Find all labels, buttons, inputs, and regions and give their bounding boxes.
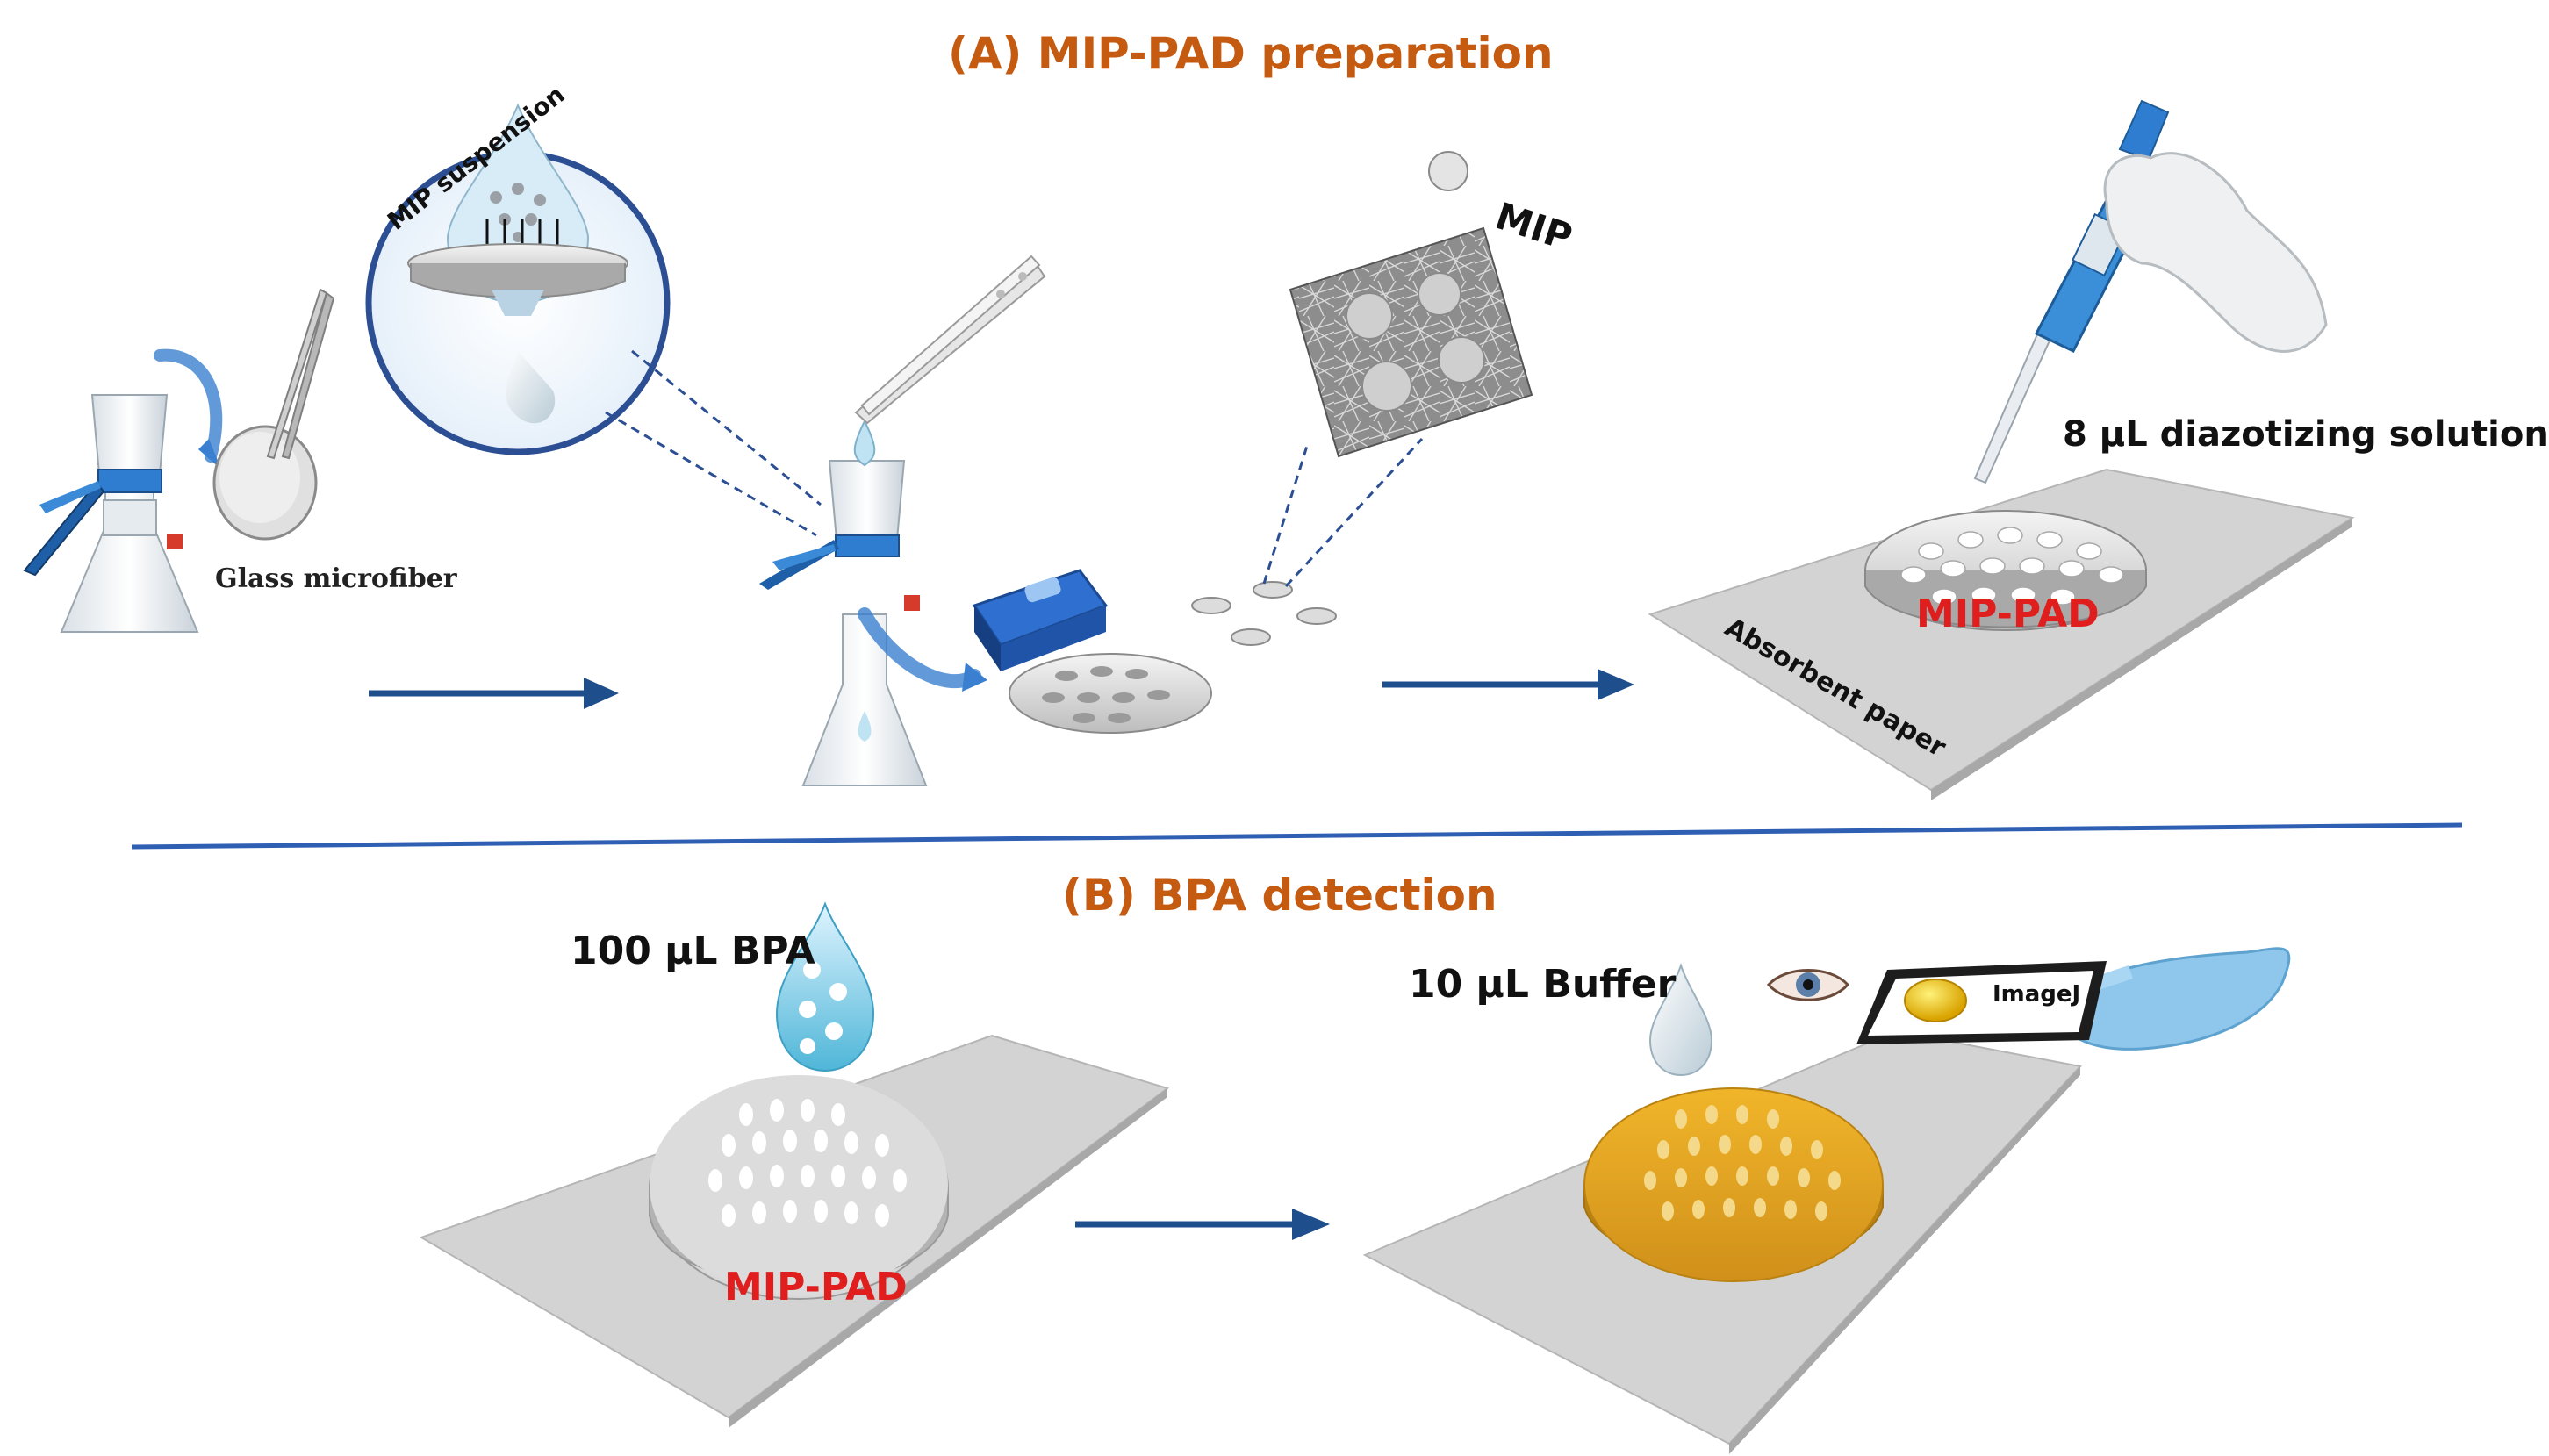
smartphone [1856,961,2107,1044]
diazotizing-label: 8 µL diazotizing solution [2063,414,2549,455]
gloved-hand-pipette [2103,152,2328,353]
glass-microfiber-disc [212,425,318,541]
mip-pad-label-bottom: MIP-PAD [724,1265,908,1309]
mip-suspension-zoom-circle [365,103,671,455]
eye-icon [1766,969,1850,1001]
tweezers-middle [854,255,1046,425]
buffer-volume-label: 10 µL Buffer [1409,962,1677,1007]
bpa-drop [775,901,875,1072]
punched-glass-sheet [1009,653,1212,734]
arrow-step-2 [1382,669,1634,700]
arrow-step-3 [1075,1209,1330,1240]
glass-microfiber-label: Glass microfiber [215,563,457,594]
hole-punch [972,569,1109,671]
zoom-projection-lines [605,349,822,537]
sem-projection-lines [1262,437,1424,588]
bpa-volume-label: 100 µL BPA [571,929,815,973]
imagej-label: ImageJ [1993,981,2081,1008]
mip-pad-label-top: MIP-PAD [1916,592,2100,636]
mip-pad-top [1864,510,2147,631]
arrow-step-1 [369,678,619,709]
section-a-title: (A) MIP-PAD preparation [948,28,1554,79]
mip-pad-b-white [649,1075,949,1300]
filtration-flask-left [23,348,223,633]
section-b-title: (B) BPA detection [1062,870,1497,921]
tweezers-left [266,288,335,460]
filtration-flask-middle [759,419,987,786]
mip-pad-b-yellow [1583,1087,1884,1282]
section-divider [131,822,2463,850]
small-pads [1191,581,1337,646]
mip-sem-inset [1289,151,1533,458]
buffer-drop [1648,962,1713,1077]
